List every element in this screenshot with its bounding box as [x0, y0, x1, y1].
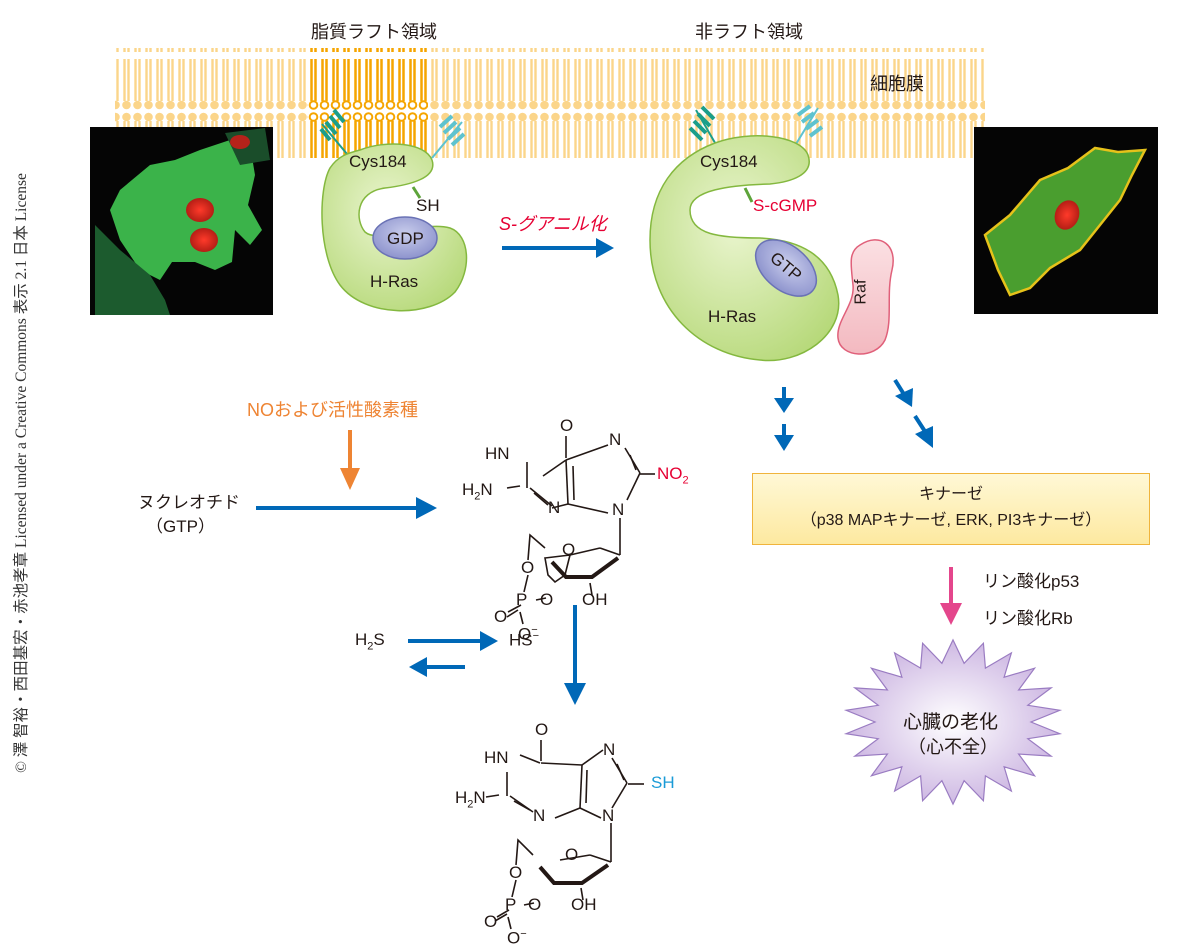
right-hras-complex [649, 104, 894, 362]
phosphate-oxyanion: O− [507, 928, 527, 949]
atom-n7: N [609, 430, 622, 449]
atom-o-minus: O [518, 624, 532, 644]
nucleotide-label: ヌクレオチド [138, 493, 240, 512]
atom-n3: N [548, 498, 561, 517]
amino-group: H2N [455, 788, 486, 810]
cell-micrograph-right [974, 127, 1158, 314]
phosphate-oxyanion: O− [518, 624, 538, 645]
atom-n3: N [533, 806, 546, 825]
amino-n: N [480, 480, 493, 499]
kinase-title: キナーゼ [918, 486, 983, 503]
kinase-members: （p38 MAPキナーゼ, ERK, PI3キナーゼ） [800, 512, 1102, 529]
signal-arrows [774, 378, 933, 451]
atom-n9: N [602, 806, 615, 825]
gtp-paren-label: （GTP） [146, 517, 215, 536]
cell-membrane-label: 細胞膜 [870, 74, 924, 94]
charge: − [531, 624, 538, 636]
hs-text: HS [509, 630, 533, 650]
atom-o-double: O [494, 607, 508, 626]
heart-failure-label: （心不全） [908, 737, 998, 757]
raf-label: Raf [852, 279, 870, 305]
raf-protein [837, 239, 894, 355]
left-hras-complex [319, 108, 468, 312]
amino-n: N [473, 788, 486, 807]
atom-o-double: O [484, 912, 498, 931]
h2s-s: S [373, 630, 385, 649]
h2s-sub: 2 [367, 640, 374, 653]
atom-oh: OH [571, 895, 597, 914]
lipid-raft-region [307, 48, 428, 158]
nitro-main: NO [657, 464, 683, 483]
atom-n9: N [612, 500, 625, 519]
nitro-group: NO2 [657, 464, 689, 486]
atom-o5: O [521, 558, 535, 577]
atom-o-minus: O [507, 928, 521, 948]
atom-oh: OH [582, 590, 608, 609]
heart-aging-label: 心臓の老化 [903, 712, 999, 733]
amino-group: H2N [462, 480, 493, 502]
atom-p: P [505, 895, 517, 914]
amino-sub: 2 [467, 798, 474, 811]
raft-region-label: 脂質ラフト領域 [311, 22, 437, 42]
nitro-sub: 2 [682, 474, 689, 487]
sh-cgmp-structure [485, 740, 644, 930]
atom-hn: HN [484, 748, 509, 767]
sh-group: SH [651, 773, 675, 792]
nitro-cgmp-structure [506, 436, 655, 625]
charge: − [520, 928, 527, 940]
s-cgmp-label: S-cGMP [753, 196, 818, 215]
right-hras-label: H-Ras [708, 307, 757, 326]
stimulus-label: NOおよび活性酸素種 [247, 400, 418, 420]
nonraft-region-label: 非ラフト領域 [695, 22, 803, 42]
thiol-label: SH [416, 196, 440, 215]
h2s-h: H [355, 630, 368, 649]
atom-o-ring: O [565, 845, 579, 864]
left-hras-label: H-Ras [370, 272, 419, 291]
hs-minus-label: HS− [509, 630, 539, 651]
atom-o-ring: O [562, 540, 576, 559]
atom-o: O [535, 720, 549, 739]
h2s-label: H2S [355, 630, 385, 652]
heart-aging-burst [843, 638, 1063, 806]
atom-n7: N [603, 740, 616, 759]
atom-p: P [516, 590, 528, 609]
amino-h: H [462, 480, 475, 499]
s-guanylation-label: S-グアニル化 [499, 214, 607, 234]
gdp-label: GDP [387, 229, 424, 248]
atom-o3: O [528, 895, 542, 914]
hs-charge: − [532, 630, 540, 642]
phospho-p53-label: リン酸化p53 [983, 572, 1080, 591]
kinase-box: キナーゼ （p38 MAPキナーゼ, ERK, PI3キナーゼ） [752, 473, 1150, 545]
atom-o: O [560, 416, 574, 435]
atom-hn: HN [485, 444, 510, 463]
atom-o3: O [540, 590, 554, 609]
left-cys184-label: Cys184 [349, 152, 407, 171]
cell-micrograph-left [90, 127, 273, 315]
right-cys184-label: Cys184 [700, 152, 758, 171]
amino-sub: 2 [474, 490, 481, 503]
phospho-rb-label: リン酸化Rb [983, 609, 1073, 628]
amino-h: H [455, 788, 468, 807]
atom-o5: O [509, 863, 523, 882]
